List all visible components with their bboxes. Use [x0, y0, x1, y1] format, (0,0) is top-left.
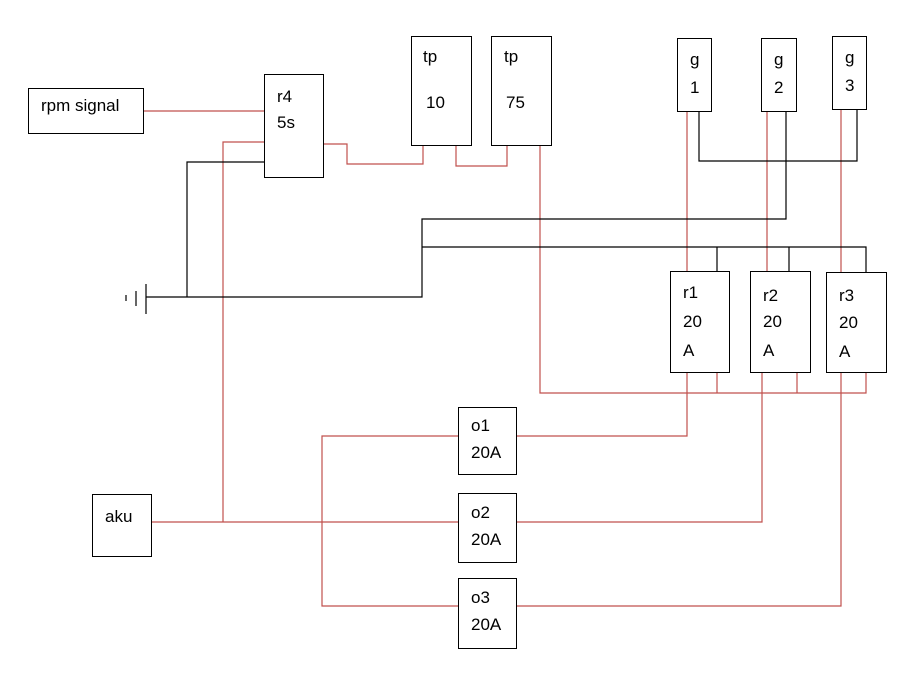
relay-r2-unit: A: [763, 341, 775, 360]
relay-r2-label: r2: [763, 286, 779, 305]
output-o2-rating: 20A: [471, 530, 502, 549]
g3-label: g: [845, 48, 855, 67]
relay-r3-box: r3 20 A: [826, 272, 887, 373]
tp10-label: tp: [423, 47, 438, 66]
tp10-value: 10: [426, 93, 445, 112]
relay-r4-box: r4 5s: [264, 74, 324, 178]
battery-aku-box: aku: [92, 494, 152, 557]
black-wires: [125, 110, 867, 314]
wire-g1-g3-link: [698, 110, 858, 162]
tp10-box: tp 10: [411, 36, 472, 146]
g1-number: 1: [690, 78, 700, 97]
tp75-label: tp: [504, 47, 519, 66]
relay-r2-box: r2 20 A: [750, 271, 811, 373]
g3-number: 3: [845, 76, 855, 95]
output-o3-label: o3: [471, 588, 490, 607]
relay-r2-rating: 20: [763, 312, 782, 331]
output-o2-box: o2 20A: [458, 493, 517, 563]
wire-r4-tp10: [323, 143, 424, 165]
relay-r3-label: r3: [839, 286, 855, 305]
tp75-box: tp 75: [491, 36, 552, 146]
g2-box: g 2: [761, 38, 797, 112]
wire-r3-o3: [516, 372, 842, 607]
output-o1-label: o1: [471, 416, 490, 435]
wire-r2-o2: [516, 372, 763, 523]
relay-r4-time: 5s: [277, 113, 295, 132]
wire-relay-bus: [422, 246, 867, 272]
output-o1-rating: 20A: [471, 443, 502, 462]
red-wires: [144, 110, 867, 607]
battery-aku-label: aku: [105, 507, 133, 526]
relay-r1-box: r1 20 A: [670, 271, 730, 373]
g2-number: 2: [774, 78, 784, 97]
wire-r1-o1: [516, 372, 688, 437]
rpm-signal-label: rpm signal: [41, 96, 120, 115]
relay-r1-label: r1: [683, 283, 699, 302]
g2-label: g: [774, 50, 784, 69]
g3-box: g 3: [832, 36, 867, 110]
wire-tp10-tp75: [455, 145, 508, 167]
relay-r4-label: r4: [277, 87, 293, 106]
output-o3-rating: 20A: [471, 615, 502, 634]
relay-r3-rating: 20: [839, 313, 858, 332]
wire-tp75-relays: [539, 145, 867, 394]
relay-r1-unit: A: [683, 341, 695, 360]
wire-ground-r4: [186, 161, 264, 297]
relay-r1-rating: 20: [683, 312, 702, 331]
output-o3-box: o3 20A: [458, 578, 517, 649]
wire-ground-bus: [146, 110, 787, 298]
tp75-value: 75: [506, 93, 525, 112]
relay-r3-unit: A: [839, 342, 851, 361]
output-o1-box: o1 20A: [458, 407, 517, 475]
wire-o1-o3-bridge: [321, 435, 458, 607]
g1-label: g: [690, 50, 700, 69]
rpm-signal-box: rpm signal: [28, 88, 144, 134]
g1-box: g 1: [677, 38, 712, 112]
wire-aku-r4: [222, 141, 264, 522]
output-o2-label: o2: [471, 503, 490, 522]
